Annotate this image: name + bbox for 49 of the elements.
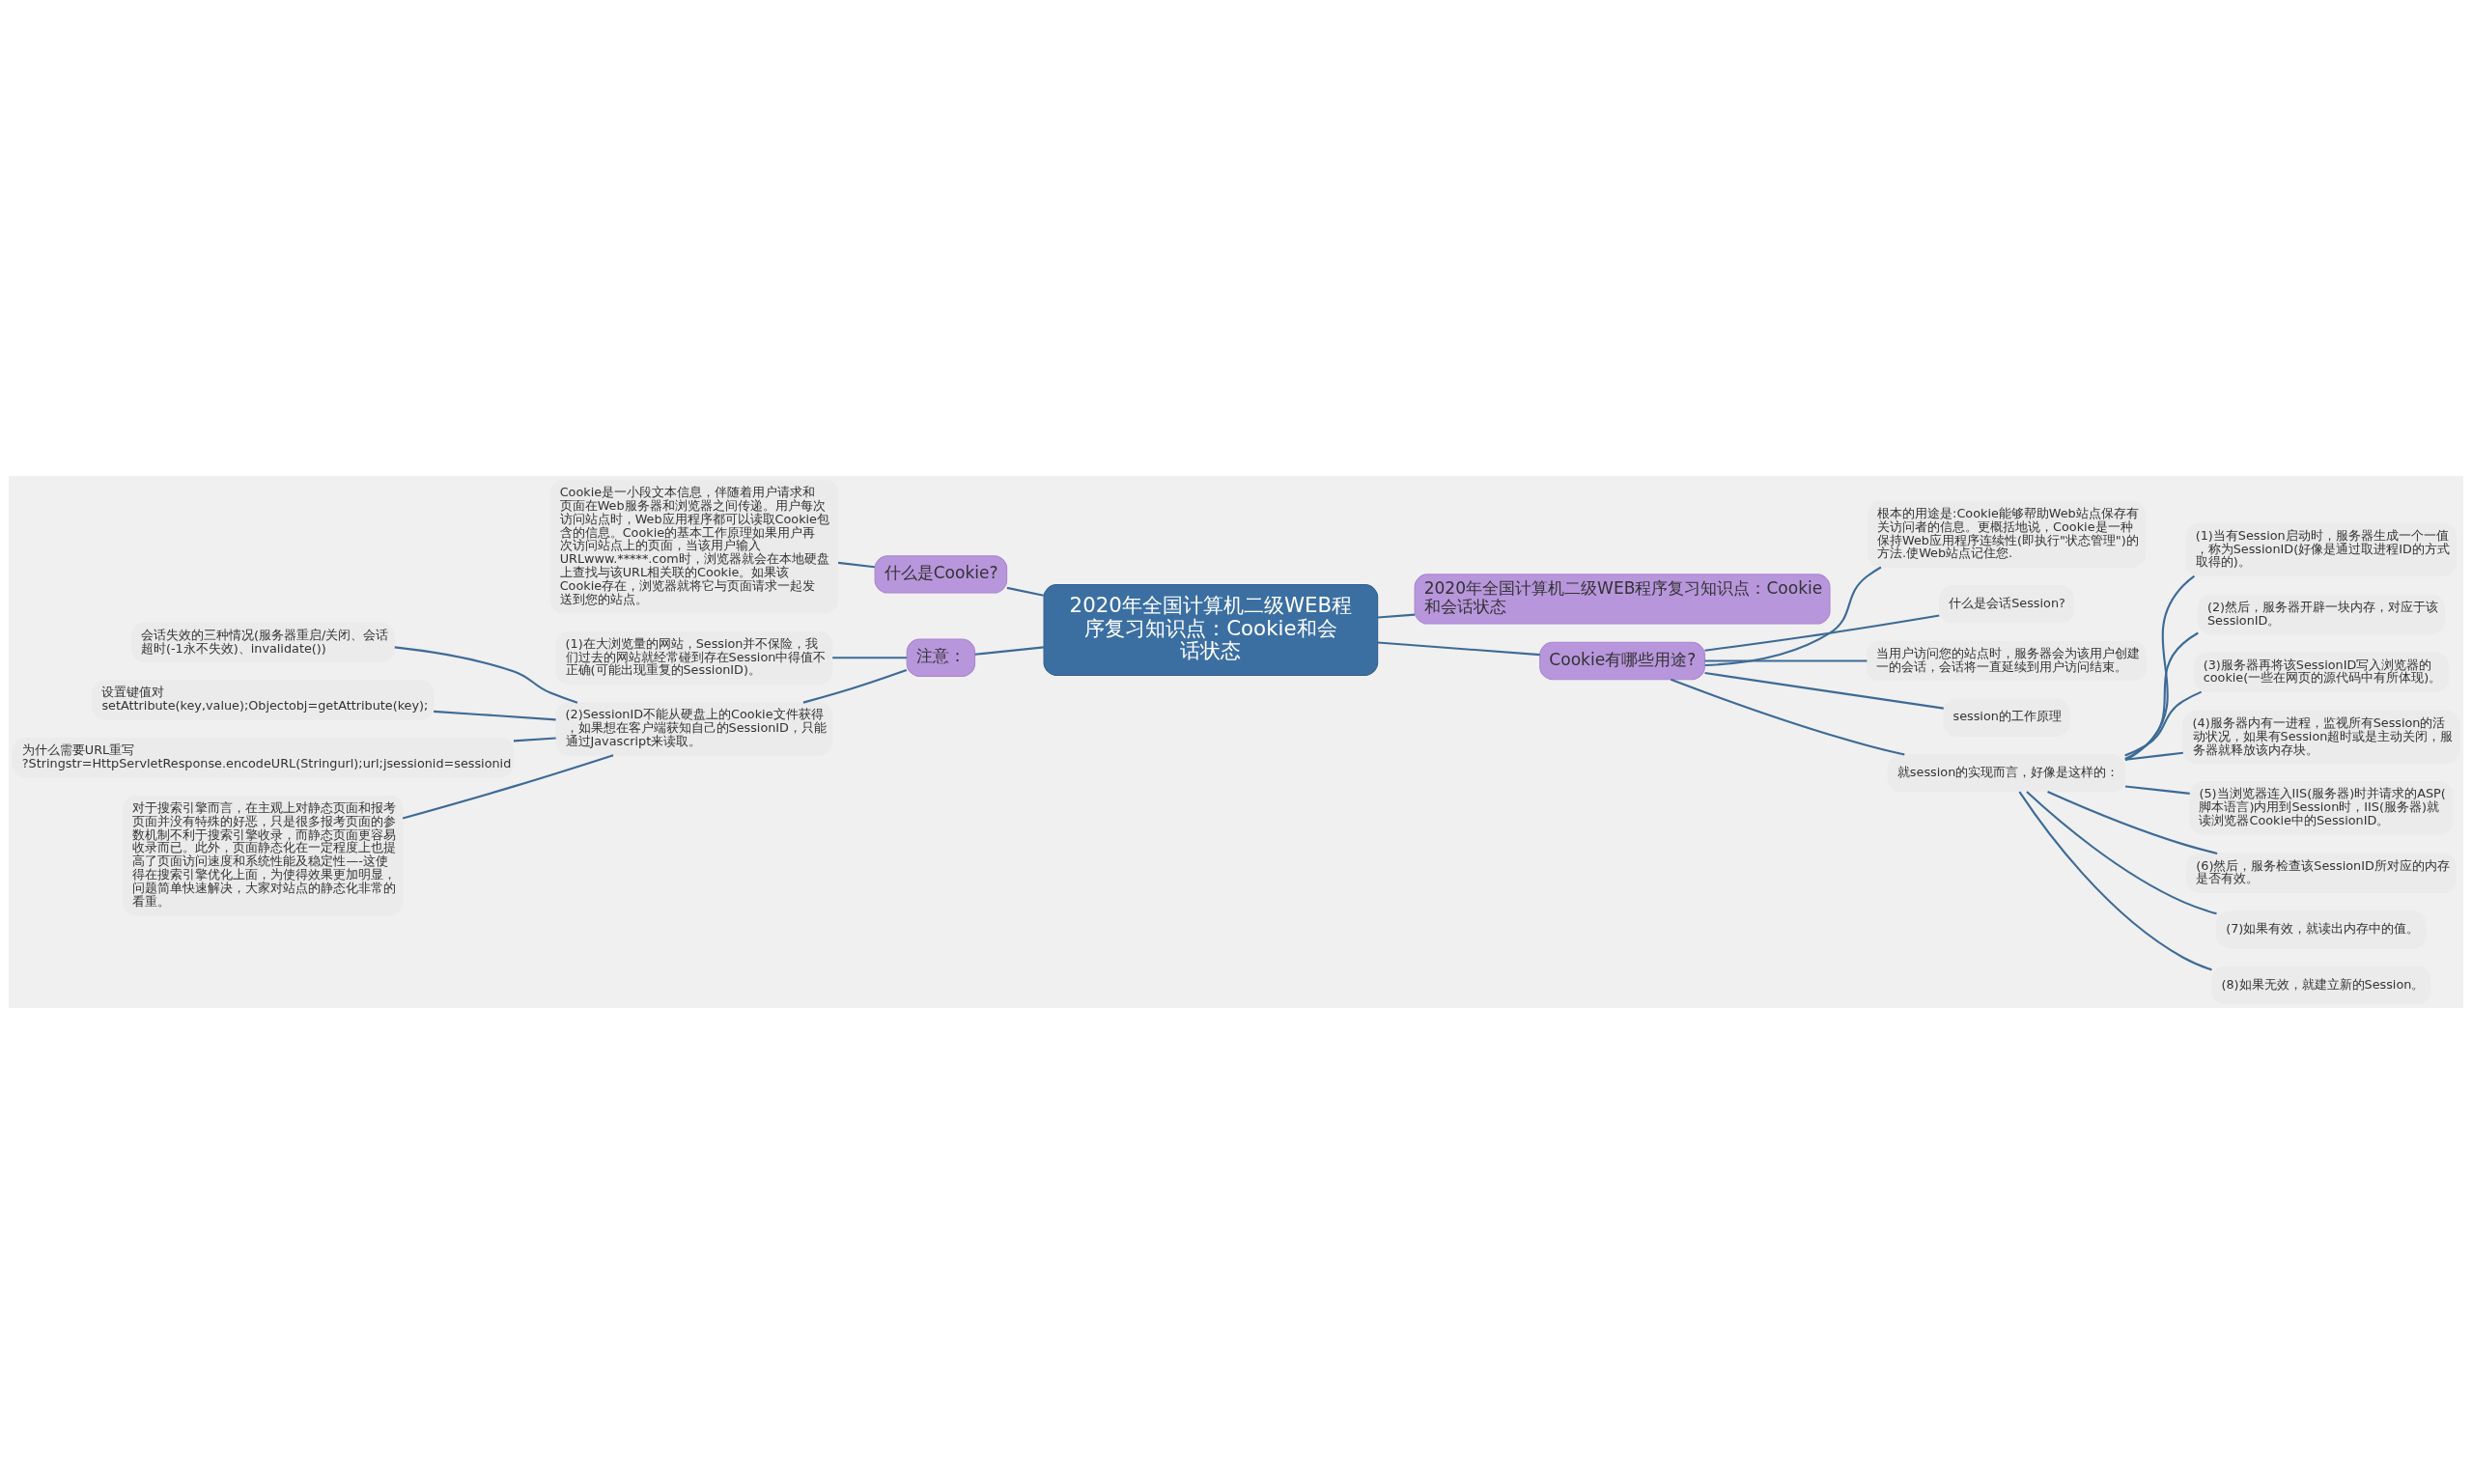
node-text: (6)然后，服务检查该SessionID所对应的内存是否有效。 <box>2196 857 2450 886</box>
node-text: (2)然后，服务器开辟一块内存，对应于该SessionID。 <box>2206 599 2439 628</box>
connector <box>1670 678 1905 756</box>
connector <box>1704 671 1944 710</box>
connector <box>2124 785 2190 795</box>
node-text: 当用户访问您的站点时，服务器会为该用户创建一的会话，会话将一直延续到用户访问结束。 <box>1876 645 2141 674</box>
node-text: (7)如果有效，就读出内存中的值。 <box>2226 921 2420 937</box>
connector <box>402 754 614 820</box>
connector <box>1704 659 1868 662</box>
connector <box>2124 690 2203 757</box>
connector <box>2124 631 2199 760</box>
connector <box>2124 574 2196 762</box>
node-text: (4)服务器内有一进程，监视所有Session的活动状况，如果有Session超时或是主动关闭，服务器就释放该内存块。 <box>2192 714 2454 757</box>
node-text: (5)当浏览器连入IIS(服务器)时并请求的ASP(脚本语言)内用到Session时，IIS(服务器)就读浏览器Cookie中的SessionID。 <box>2199 786 2446 828</box>
node-text: 根本的用途是:Cookie能够帮助Web站点保存有关访问者的信息。更概括地说，Cookie是一种保持Web应用程序连续性(即执行"状态管理")的方法.使Web站点记住您. <box>1877 505 2139 561</box>
node-text: 会话失效的三种情况(服务器重启/关闭、会话超时(-1永不失效)、invalidate()) <box>141 627 389 656</box>
connector <box>832 657 907 659</box>
node-text: 对于搜索引擎而言，在主观上对静态页面和报考页面并没有特殊的好恶，只是很多报考页面的参数机制不利于搜索引擎收录，而静态页面更容易收录而已。此外，页面静态化在一定程度上也提高了页面访问速度和系统性能及稳定性—-这使得在搜索引擎优化上面，为使得效果更加明显，问题简单快速解决，大家对站点的静态化非常的看重。 <box>132 799 397 909</box>
node-text: (3)服务器再将该SessionID写入浏览器的cookie(一些在网页的源代码中有所体现)。 <box>2203 657 2442 686</box>
node-text: (1)在大浏览量的网站，Session并不保险，我们过去的网站就经常碰到存在Session中得值不正确(可能出现重复的SessionID)。 <box>565 635 827 678</box>
connector <box>2047 791 2218 854</box>
node-text: Cookie是一小段文本信息，伴随着用户请求和页面在Web服务器和浏览器之间传递。用户每次访问站点时，Web应用程序都可以读取Cookie包含的信息。Cookie的基本工作原理如果用户再次访问站点上的页面，当该用户输入URLwww.*****.com时，浏览器就会在本地硬盘上查找与该URL相关联的Cookie。如果该Cookie存在，浏览器就将它与页面请求一起发送到您的站点。 <box>559 484 829 606</box>
node-text: (2)SessionID不能从硬盘上的Cookie文件获得，如果想在客户端获知自己的SessionID，只能通过Javascript来读取。 <box>565 707 827 749</box>
connector <box>1377 613 1416 619</box>
connector <box>2124 751 2183 761</box>
connector <box>974 646 1044 656</box>
connector <box>837 561 875 569</box>
node-box: Cookie有哪些用途? <box>1539 641 1705 681</box>
connector <box>1006 586 1045 597</box>
connector <box>1377 641 1540 657</box>
connector <box>1704 614 1940 652</box>
connector <box>2026 791 2217 915</box>
node-box: 2020年全国计算机二级WEB程序复习知识点：Cookie和会话状态 <box>1043 584 1379 676</box>
connector <box>394 646 578 704</box>
node-text: (8)如果无效，就建立新的Session。 <box>2221 976 2425 992</box>
node-box: 2020年全国计算机二级WEB程序复习知识点：Cookie和会话状态 <box>1414 574 1831 625</box>
connector <box>2018 791 2212 971</box>
node-text: 就session的实现而言，好像是这样的： <box>1896 765 2120 780</box>
node-text: 设置键值对setAttribute(key,value);Objectobj=getAttribute(key); <box>101 685 429 714</box>
connector <box>1704 566 1882 667</box>
node-text: 什么是会话Session? <box>1949 596 2065 611</box>
connector <box>513 737 556 742</box>
connector <box>434 710 556 721</box>
node-box: 注意： <box>906 638 976 678</box>
connector <box>802 668 908 704</box>
node-text: session的工作原理 <box>1952 709 2062 724</box>
node-text: 为什么需要URL重写?Stringstr=HttpServletResponse.encodeURL(Stringurl);url;jsessionid=sessionid <box>21 742 512 771</box>
node-box: 什么是Cookie? <box>874 555 1008 594</box>
node-text: (1)当有Session启动时，服务器生成一个一值，称为SessionID(好像是通过取进程ID的方式取得的)。 <box>2195 527 2450 570</box>
